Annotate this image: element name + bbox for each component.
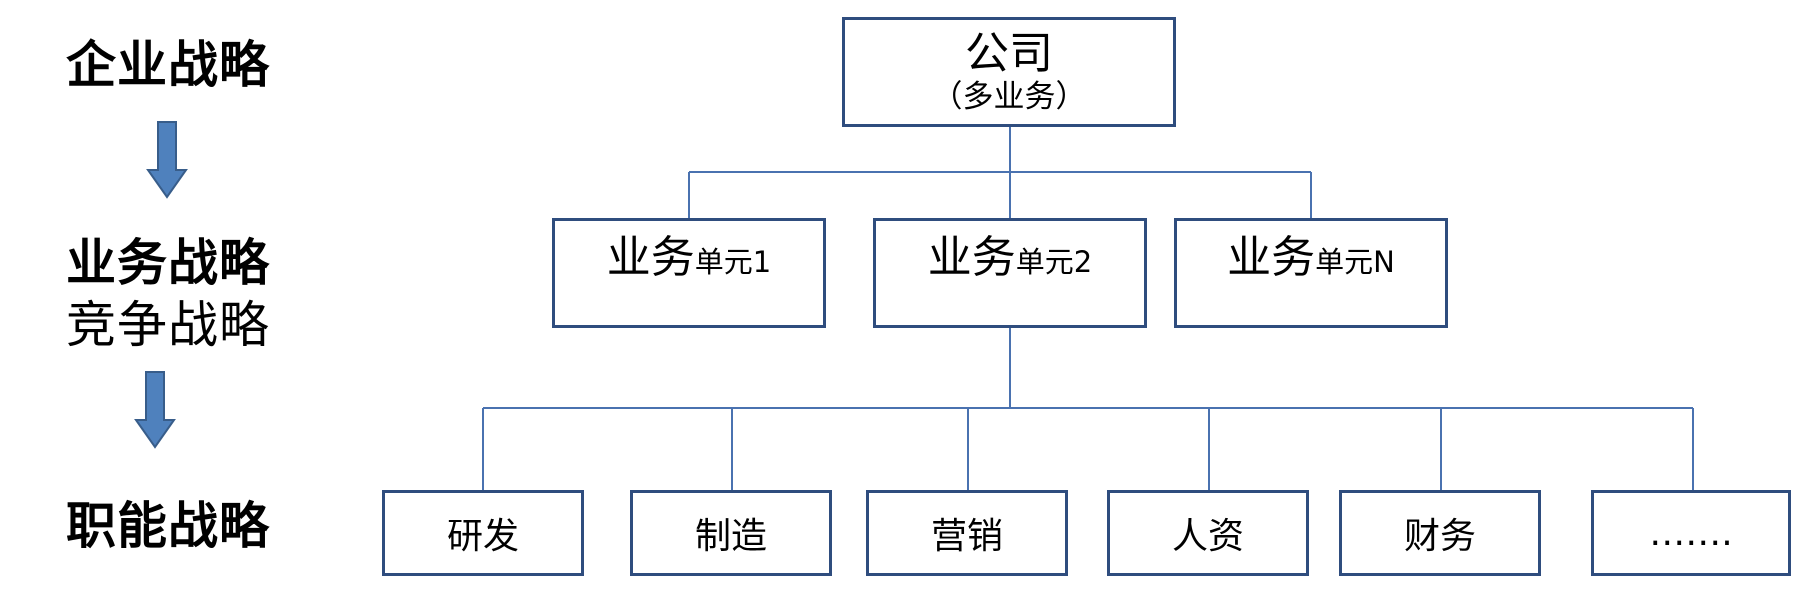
function-box-manufacturing: 制造 [630, 490, 832, 576]
company-title: 公司 [965, 28, 1053, 79]
business-strategy-label: 业务战略 [66, 234, 270, 292]
function-box-hr: 人资 [1107, 490, 1309, 576]
business-unit-box: 业务 单元2 [873, 218, 1147, 328]
business-unit-main: 业务 [606, 232, 695, 283]
function-box-more: ……. [1591, 490, 1791, 576]
function-box-finance: 财务 [1339, 490, 1541, 576]
down-arrow-icon [134, 371, 176, 449]
level-corporate-strategy: 企业战略 [66, 36, 270, 94]
level-functional-strategy: 职能战略 [66, 497, 270, 555]
business-unit-suffix: 单元N [1315, 245, 1395, 279]
business-unit-suffix: 单元1 [694, 245, 772, 279]
business-unit-box: 业务 单元1 [552, 218, 826, 328]
function-box-marketing: 营销 [866, 490, 1068, 576]
company-subtitle: （多业务） [931, 79, 1087, 115]
level-business-strategy: 业务战略 竞争战略 [28, 232, 308, 356]
down-arrow-icon [146, 121, 188, 199]
business-unit-main: 业务 [1227, 232, 1316, 283]
function-box-rd: 研发 [382, 490, 584, 576]
business-unit-main: 业务 [927, 232, 1016, 283]
business-unit-box: 业务 单元N [1174, 218, 1448, 328]
competitive-strategy-label: 竞争战略 [66, 296, 270, 354]
business-unit-suffix: 单元2 [1015, 245, 1093, 279]
company-box: 公司 （多业务） [842, 17, 1176, 127]
